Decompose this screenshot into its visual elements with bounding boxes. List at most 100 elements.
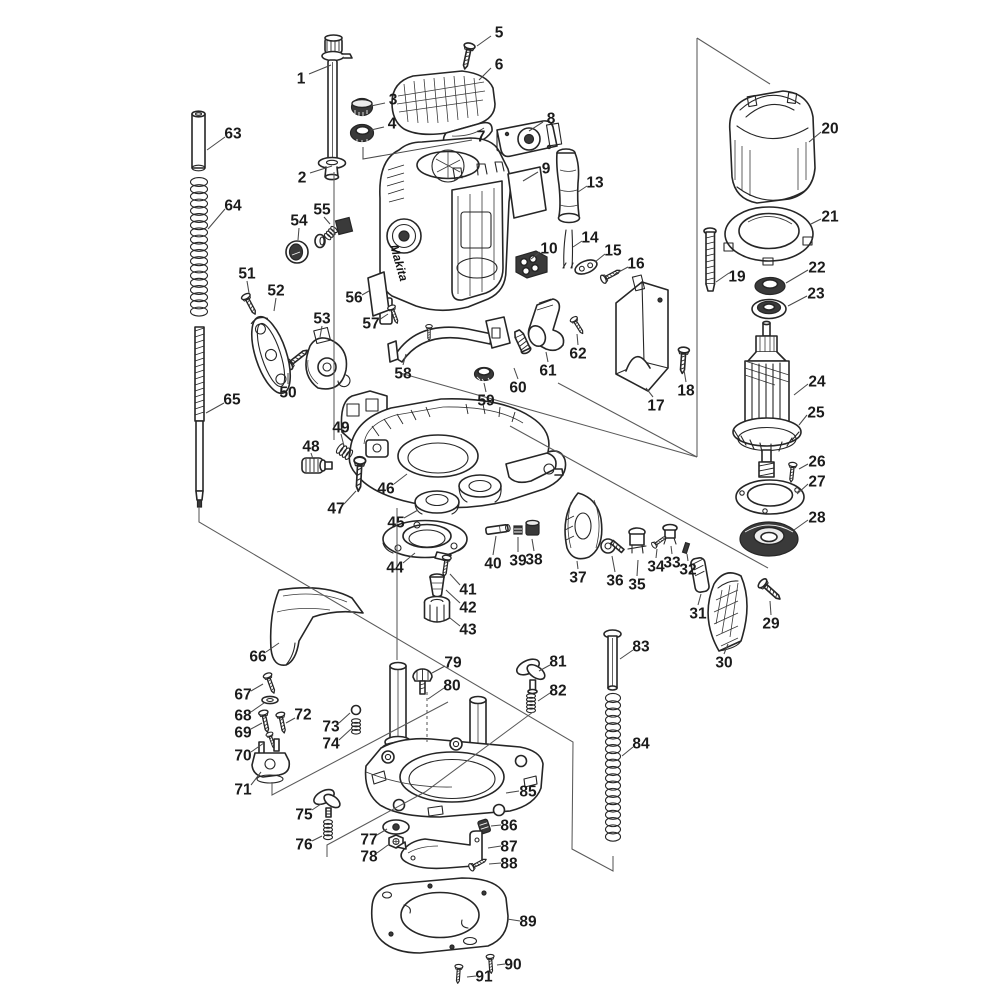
part-67-screw	[262, 671, 279, 696]
part-label-13: 13	[586, 175, 604, 192]
part-label-76: 76	[295, 837, 313, 854]
part-label-82: 82	[549, 683, 566, 700]
part-5-screw	[458, 41, 477, 71]
part-leader-57	[378, 313, 389, 321]
part-label-4: 4	[388, 116, 397, 133]
part-label-26: 26	[808, 454, 826, 471]
part-6-top-cover	[391, 70, 496, 148]
part-label-10: 10	[540, 241, 557, 258]
part-leader-74	[338, 728, 352, 741]
part-leader-8	[528, 121, 544, 132]
part-leader-42	[445, 589, 461, 604]
part-62-screw	[568, 314, 587, 337]
part-84-spring	[604, 692, 622, 842]
part-leader-63	[206, 136, 226, 151]
part-2-flanged-bushing	[317, 156, 347, 181]
part-label-23: 23	[807, 286, 825, 303]
part-leader-76	[311, 835, 323, 842]
part-leader-22	[785, 269, 809, 284]
part-leader-61	[545, 351, 549, 363]
connector-line-3	[399, 372, 698, 458]
part-label-51: 51	[238, 266, 256, 283]
part-38-cap	[525, 519, 540, 536]
part-leader-2	[309, 165, 333, 174]
part-29-bolt	[755, 576, 785, 604]
part-leader-82	[537, 692, 551, 702]
part-leader-4	[370, 126, 385, 131]
part-leader-46	[393, 473, 408, 485]
part-9-nameplate	[507, 166, 547, 219]
part-leader-86	[490, 824, 502, 827]
part-77-washer	[382, 819, 410, 835]
part-52-lever-plate	[250, 315, 292, 395]
part-leader-5	[476, 35, 492, 47]
part-60-stud	[514, 329, 532, 355]
part-leader-27	[796, 483, 809, 495]
part-82-spring	[525, 693, 537, 714]
part-label-14: 14	[581, 230, 599, 247]
part-71-guide-holder	[251, 738, 291, 784]
part-leader-62	[576, 333, 579, 346]
part-label-45: 45	[387, 515, 405, 532]
part-label-84: 84	[632, 736, 650, 753]
part-1-stopper-pole	[321, 34, 353, 163]
part-42-collet-cone	[429, 573, 445, 598]
part-label-31: 31	[689, 606, 707, 623]
part-leader-32	[686, 553, 689, 562]
part-31-grip-insert	[690, 557, 710, 593]
part-label-69: 69	[234, 725, 252, 742]
part-label-85: 85	[519, 784, 537, 801]
part-label-70: 70	[234, 748, 251, 765]
part-54-brush-cap	[285, 240, 309, 264]
part-37-handle-base	[564, 492, 603, 560]
part-leader-24	[793, 383, 809, 396]
part-85-router-base	[364, 661, 544, 818]
part-leader-28	[793, 519, 809, 531]
part-59-sleeve	[473, 366, 495, 383]
part-61-clamp-lever	[527, 298, 565, 352]
part-label-49: 49	[332, 420, 350, 437]
connector-line-2	[696, 37, 771, 85]
part-leader-15	[594, 253, 606, 263]
part-label-66: 66	[249, 649, 267, 666]
part-label-24: 24	[808, 374, 826, 391]
part-label-22: 22	[808, 260, 825, 277]
part-leader-38	[531, 538, 535, 552]
part-leader-59	[483, 382, 487, 393]
part-label-9: 9	[542, 161, 551, 178]
part-leader-41	[449, 573, 461, 586]
part-leader-29	[769, 600, 772, 616]
part-label-39: 39	[509, 553, 527, 570]
part-label-29: 29	[762, 616, 780, 633]
part-leader-69	[250, 722, 263, 730]
part-leader-73	[338, 712, 351, 724]
part-leader-81	[538, 664, 551, 672]
part-label-83: 83	[632, 639, 650, 656]
part-leader-19	[715, 272, 730, 283]
part-label-42: 42	[459, 600, 476, 617]
part-leader-58	[402, 353, 407, 366]
part-39-plug	[513, 525, 523, 535]
part-label-5: 5	[495, 25, 504, 42]
part-label-37: 37	[569, 570, 586, 587]
part-79-thumb-screw	[412, 668, 433, 695]
part-14-lead-wires	[562, 229, 574, 269]
part-label-74: 74	[322, 736, 340, 753]
part-26-screw	[786, 461, 798, 484]
part-leader-78	[376, 844, 389, 854]
part-label-59: 59	[477, 393, 495, 410]
part-label-54: 54	[290, 213, 308, 230]
part-label-7: 7	[477, 129, 486, 146]
part-leader-7	[362, 139, 473, 160]
part-7-motor-housing: Makita	[379, 137, 512, 325]
part-label-55: 55	[313, 202, 331, 219]
part-3-cap	[350, 97, 374, 117]
part-76-spring	[322, 819, 334, 841]
part-28-ball-bearing	[739, 521, 799, 557]
part-label-56: 56	[345, 290, 363, 307]
part-label-68: 68	[234, 708, 252, 725]
part-leader-85	[505, 790, 520, 794]
part-leader-13	[577, 185, 588, 193]
part-label-72: 72	[294, 707, 311, 724]
part-65-threaded-shaft	[194, 326, 205, 508]
